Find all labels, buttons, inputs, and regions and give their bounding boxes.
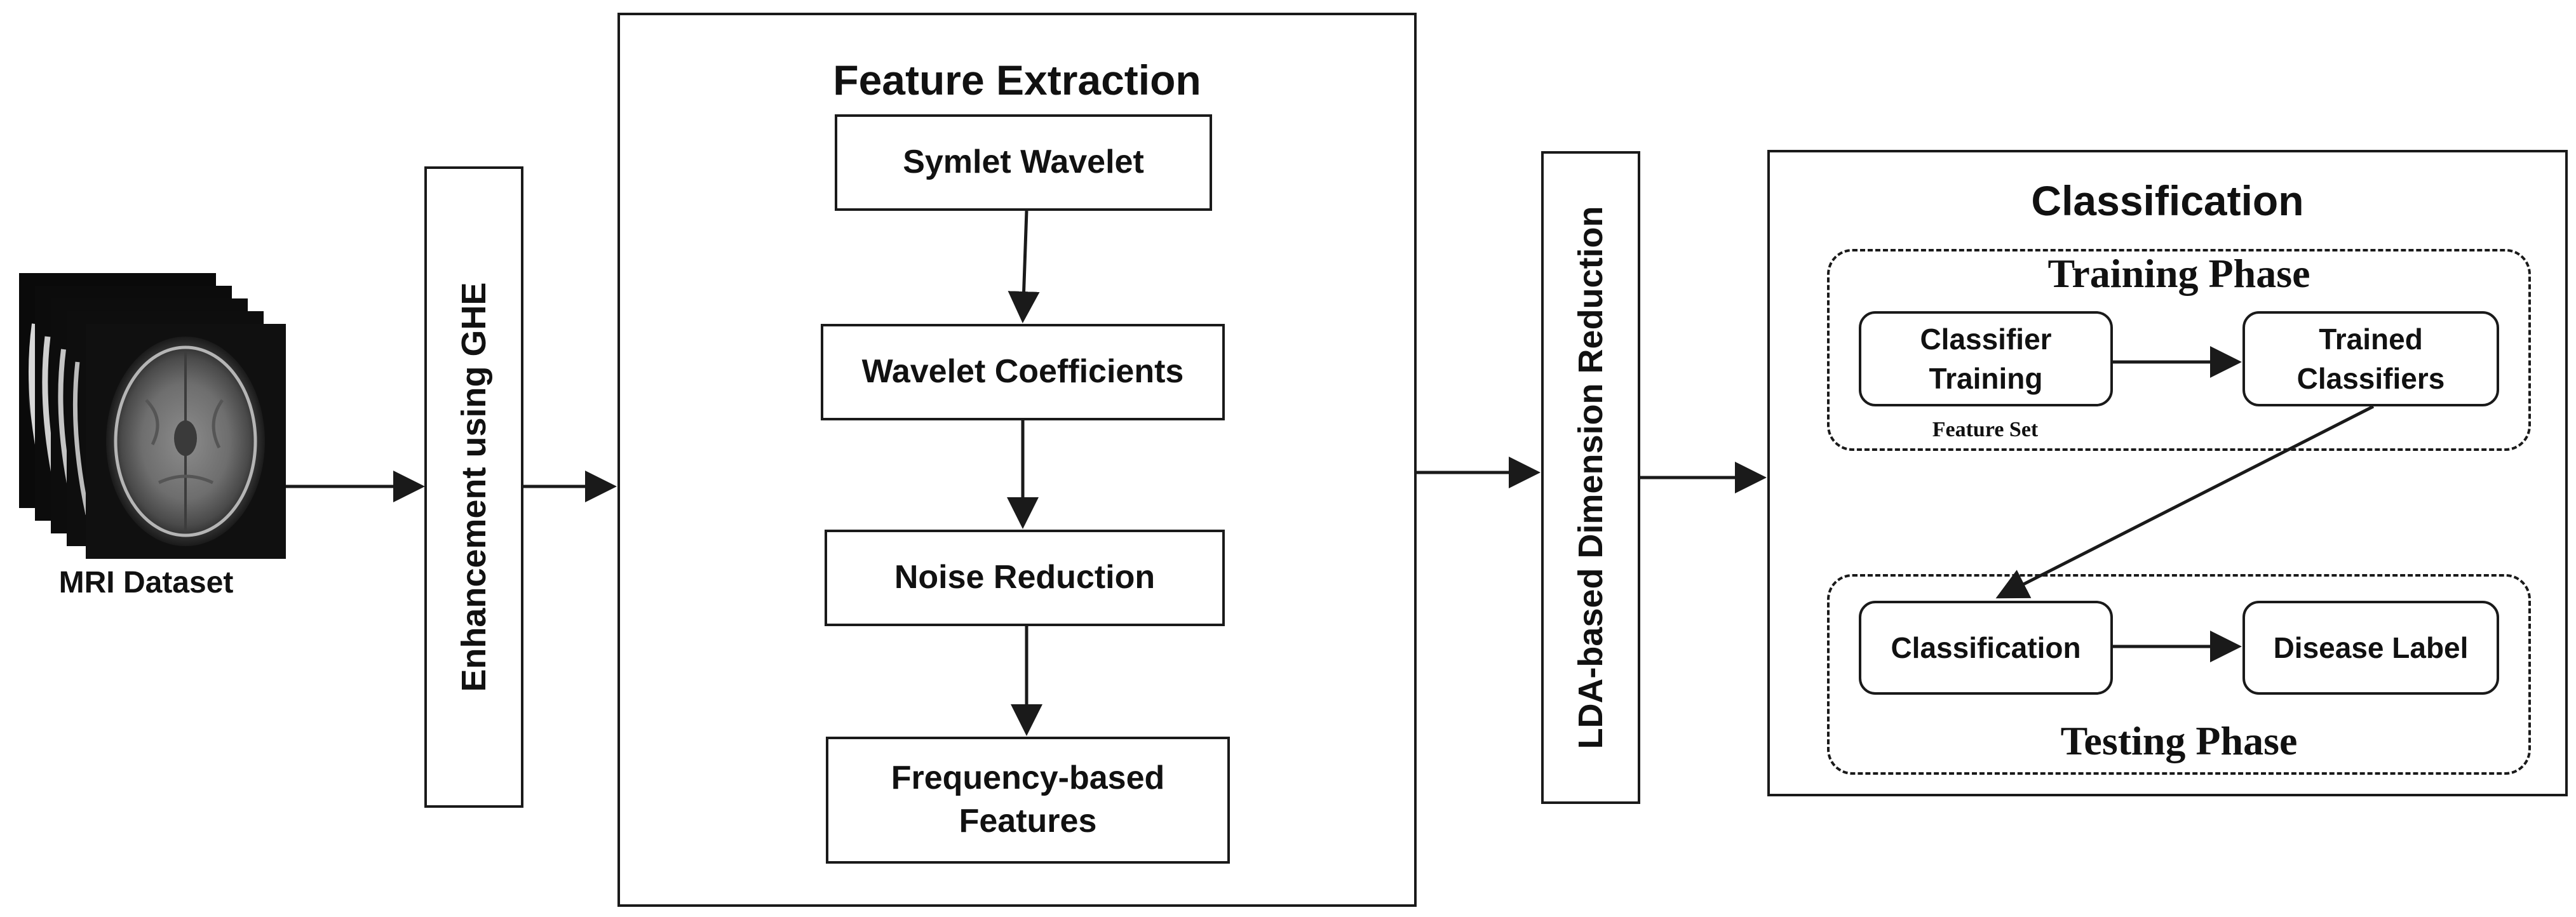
step-label: Wavelet Coefficients bbox=[861, 353, 1184, 391]
arrow-symlet-to-coefficients bbox=[1008, 210, 1040, 323]
step-frequency-features: Frequency-based Features bbox=[826, 737, 1230, 864]
classification-title: Classification bbox=[2031, 177, 2304, 224]
step-label: Noise Reduction bbox=[894, 559, 1156, 596]
mri-image-stack bbox=[19, 273, 286, 559]
testing-phase-region bbox=[1827, 574, 2531, 775]
arrow-trained-to-classification bbox=[1995, 405, 2375, 599]
step-symlet-wavelet: Symlet Wavelet bbox=[835, 114, 1212, 211]
mri-slice-front bbox=[86, 324, 286, 559]
lda-box: LDA-based Dimension Reduction bbox=[1541, 151, 1640, 804]
enhancement-box: Enhancement using GHE bbox=[424, 166, 523, 808]
trained-classifiers-label: Trained Classifiers bbox=[2296, 322, 2445, 395]
feature-extraction-title: Feature Extraction bbox=[833, 57, 1201, 104]
disease-label-box: Disease Label bbox=[2242, 601, 2499, 695]
training-phase-region bbox=[1827, 249, 2531, 451]
disease-label-text: Disease Label bbox=[2273, 631, 2469, 664]
mri-dataset-label: MRI Dataset bbox=[58, 566, 234, 599]
step-label: Frequency-based Features bbox=[891, 760, 1165, 840]
testing-phase-title: Testing Phase bbox=[2060, 718, 2298, 763]
feature-set-label: Feature Set bbox=[1932, 418, 2039, 441]
classifier-training-label: Classifier Training bbox=[1920, 322, 2052, 395]
classification-step-box: Classification bbox=[1859, 601, 2113, 695]
classifier-training-box: Classifier Training bbox=[1859, 311, 2113, 406]
classification-step-label: Classification bbox=[1891, 631, 2081, 664]
training-phase-title: Training Phase bbox=[2047, 251, 2310, 296]
step-noise-reduction: Noise Reduction bbox=[825, 530, 1225, 626]
trained-classifiers-box: Trained Classifiers bbox=[2242, 311, 2499, 406]
step-wavelet-coefficients: Wavelet Coefficients bbox=[821, 324, 1225, 420]
step-label: Symlet Wavelet bbox=[903, 144, 1144, 181]
